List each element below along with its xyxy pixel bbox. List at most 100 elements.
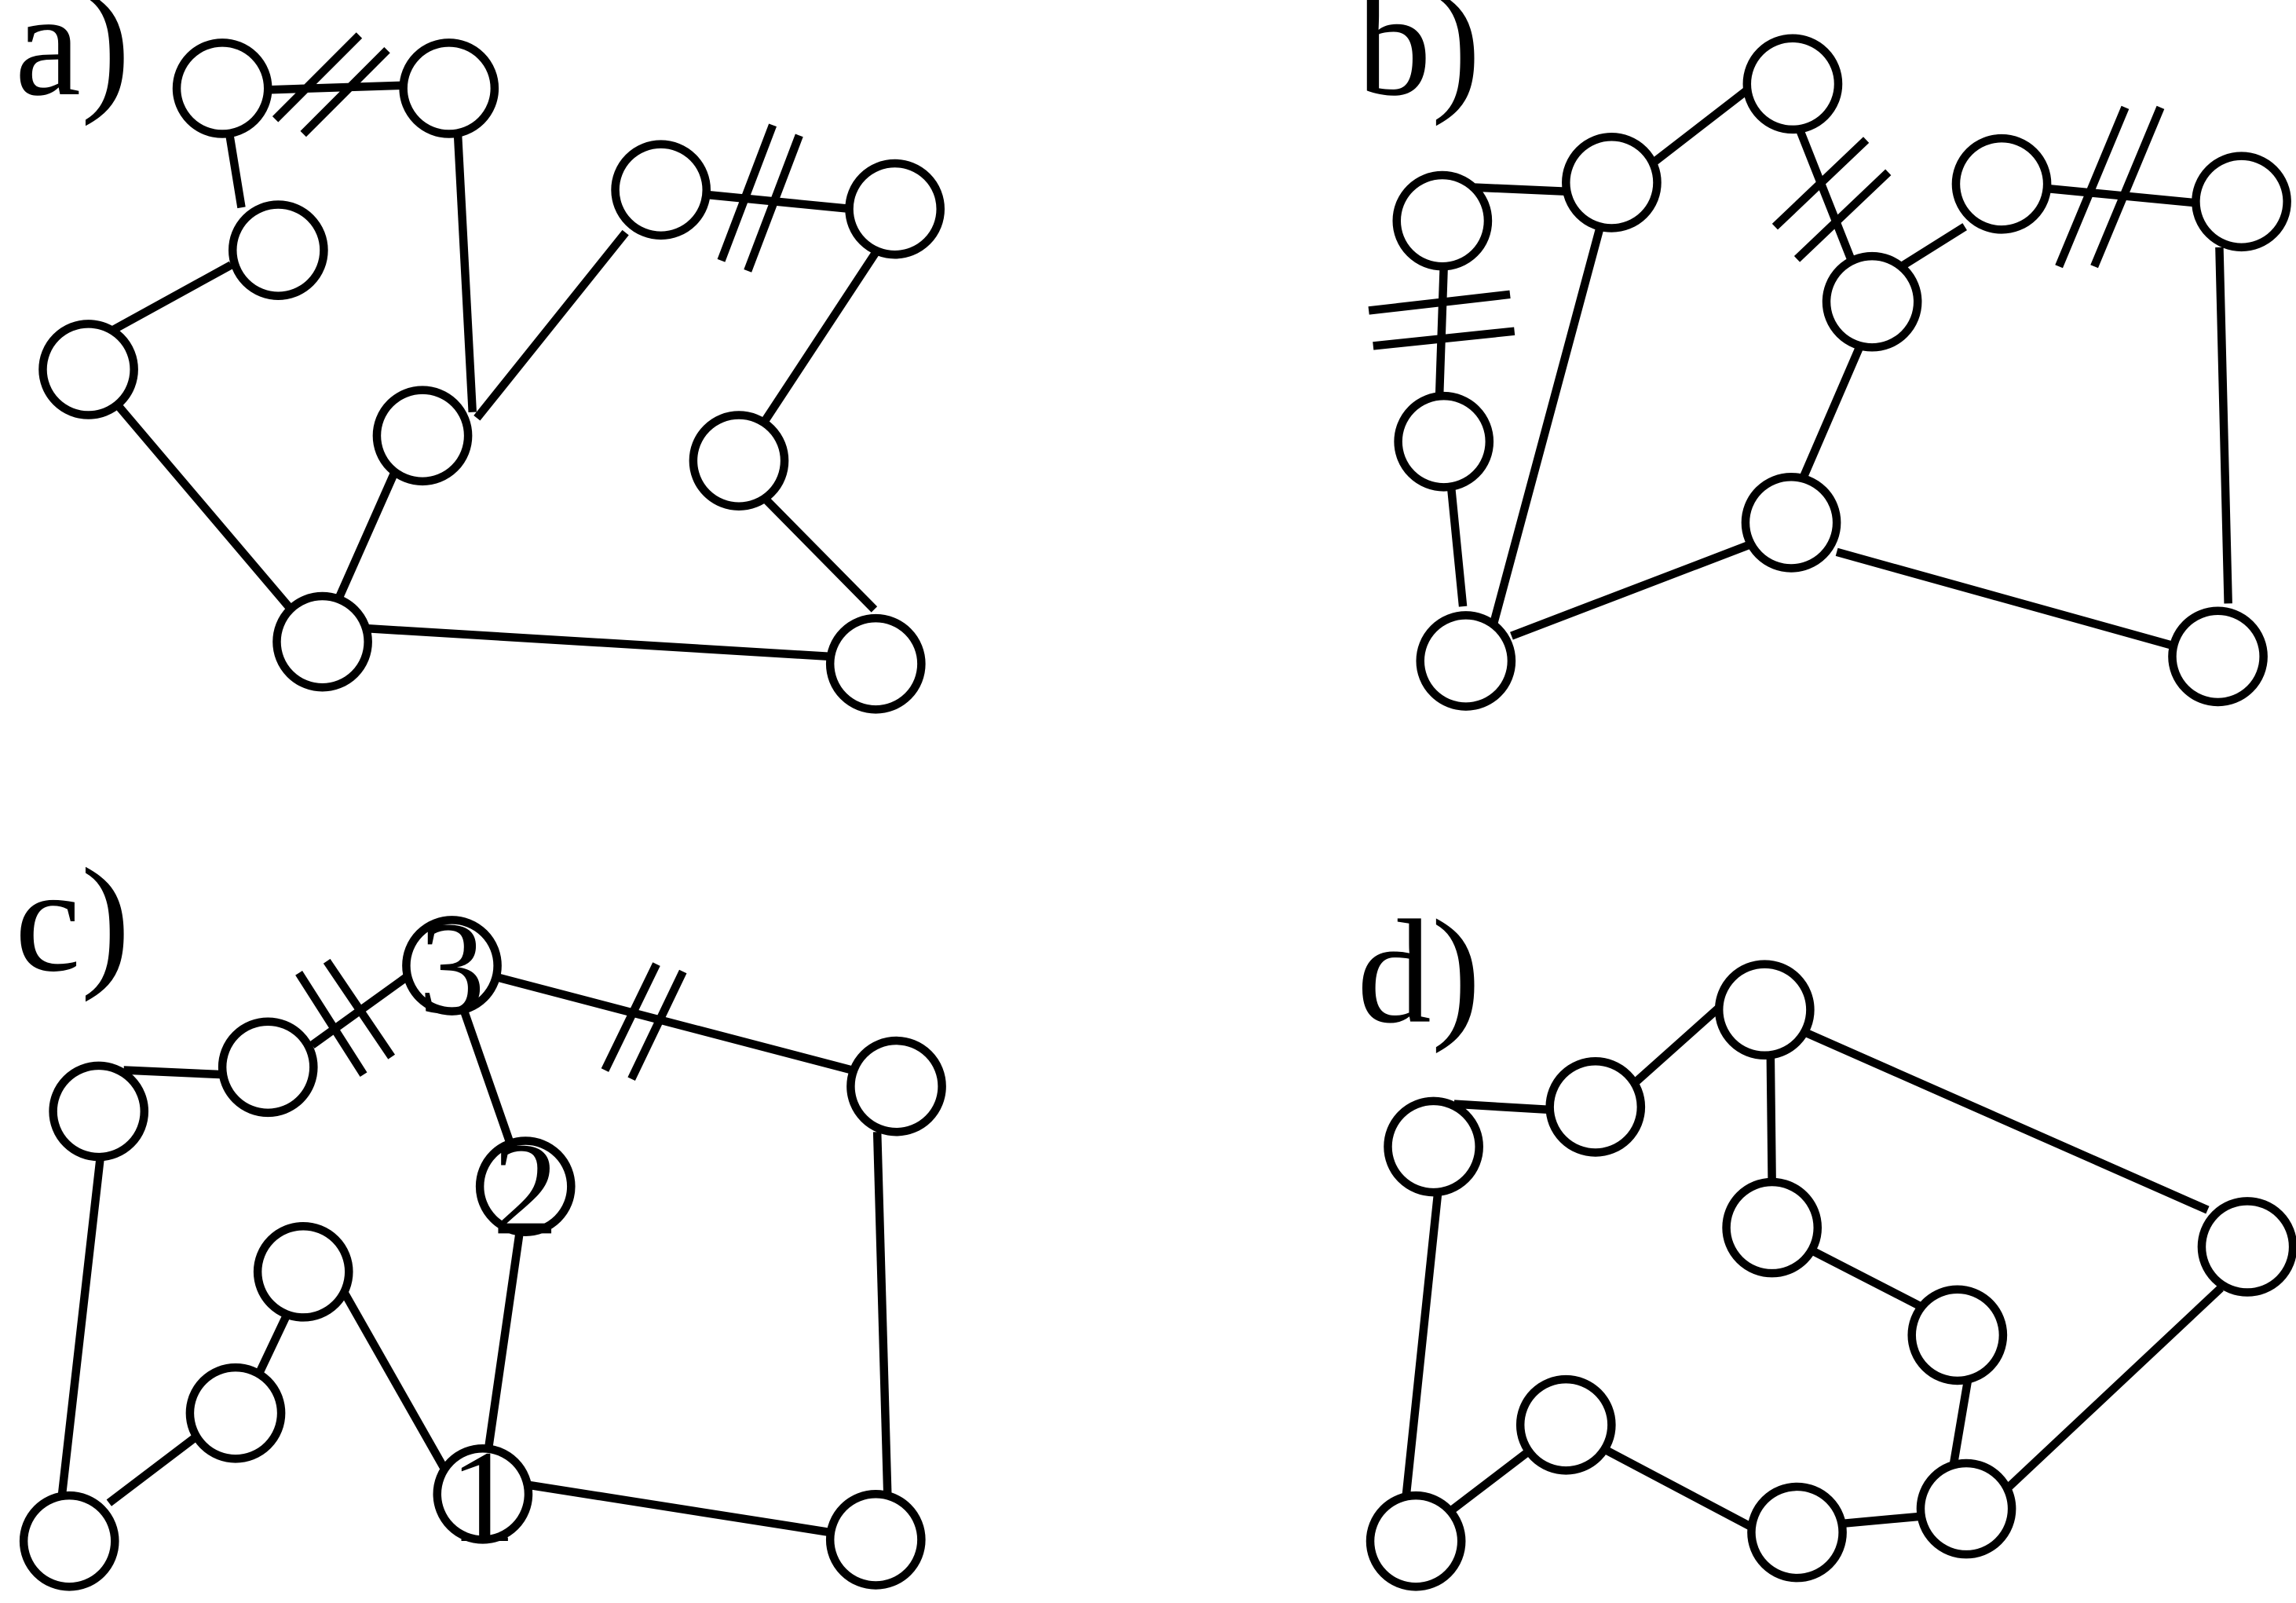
node bbox=[399, 38, 499, 138]
edge bbox=[1805, 1029, 2210, 1214]
edge bbox=[1899, 223, 1967, 270]
edge bbox=[1441, 1446, 1534, 1520]
panel-d-edges bbox=[1401, 999, 2224, 1535]
edge bbox=[872, 1132, 892, 1495]
node bbox=[402, 916, 502, 1016]
edge bbox=[106, 1434, 197, 1506]
node bbox=[218, 1017, 318, 1118]
cut-mark bbox=[272, 32, 363, 123]
edge bbox=[1603, 1446, 1761, 1535]
panel-b-cut-marks bbox=[1368, 105, 2165, 350]
node bbox=[1562, 133, 1662, 232]
node bbox=[372, 386, 473, 486]
edge bbox=[2215, 247, 2232, 604]
panel-d-label: d) bbox=[1357, 889, 1481, 1054]
cut-mark bbox=[717, 123, 777, 262]
panel-a: a) bbox=[15, 0, 945, 714]
node bbox=[1742, 34, 1843, 134]
cut-mark bbox=[1793, 169, 1892, 262]
cut-mark bbox=[300, 47, 390, 137]
node bbox=[19, 1491, 119, 1591]
node-label-3: 3 bbox=[419, 895, 484, 1041]
node-label-1: 1 bbox=[450, 1424, 516, 1570]
node bbox=[825, 613, 926, 714]
edge bbox=[1842, 1512, 1925, 1528]
node bbox=[1394, 391, 1494, 492]
node bbox=[172, 38, 272, 138]
panel-c-label: c) bbox=[15, 837, 130, 1002]
node bbox=[1366, 1491, 1466, 1591]
node bbox=[1822, 251, 1922, 352]
panel-b: b) bbox=[1357, 0, 2291, 711]
node bbox=[1515, 1374, 1616, 1475]
cut-mark bbox=[2090, 105, 2165, 269]
edge bbox=[1811, 1247, 1925, 1311]
node bbox=[229, 200, 328, 300]
node bbox=[1916, 1458, 2016, 1559]
edge bbox=[459, 1008, 514, 1143]
cut-mark bbox=[744, 134, 803, 273]
panel-c-cut-marks bbox=[295, 958, 687, 1081]
panel-d: d) bbox=[1357, 889, 2296, 1591]
panel-a-nodes bbox=[38, 38, 945, 714]
edge bbox=[1949, 1380, 1972, 1469]
node bbox=[845, 159, 945, 259]
edge bbox=[1794, 125, 1855, 262]
panel-a-label: a) bbox=[15, 0, 130, 126]
edge bbox=[1464, 182, 1565, 196]
edge bbox=[1446, 486, 1468, 607]
node bbox=[2192, 152, 2291, 252]
edge bbox=[2003, 1285, 2224, 1493]
edge bbox=[1766, 1053, 1776, 1183]
edge bbox=[1453, 1100, 1553, 1114]
edge bbox=[255, 1316, 290, 1375]
panel-b-edges bbox=[1435, 83, 2232, 650]
node bbox=[49, 1061, 149, 1162]
edge bbox=[473, 229, 629, 421]
cut-mark bbox=[627, 969, 687, 1081]
node bbox=[253, 1221, 353, 1322]
node bbox=[2168, 606, 2268, 707]
node bbox=[825, 1490, 926, 1590]
panel-d-nodes bbox=[1366, 960, 2296, 1591]
panel-c-nodes: 3 2 1 bbox=[19, 895, 946, 1591]
edge bbox=[331, 1272, 448, 1472]
panel-a-cut-marks bbox=[272, 32, 803, 273]
cut-mark bbox=[295, 971, 367, 1077]
node bbox=[185, 1363, 286, 1463]
edge bbox=[1651, 83, 1754, 166]
edge bbox=[268, 81, 404, 94]
panel-c-edges bbox=[57, 969, 892, 1537]
edge bbox=[453, 134, 477, 413]
node bbox=[611, 140, 711, 240]
node bbox=[689, 411, 789, 511]
edge bbox=[1626, 999, 1728, 1091]
node bbox=[272, 591, 372, 692]
node bbox=[2197, 1197, 2296, 1297]
edge bbox=[529, 1480, 831, 1537]
edge bbox=[112, 399, 292, 609]
edge bbox=[1835, 547, 2177, 650]
cut-mark bbox=[1373, 327, 1515, 350]
edge bbox=[367, 624, 831, 661]
edge bbox=[1490, 227, 1604, 624]
panel-b-label: b) bbox=[1357, 0, 1481, 126]
cut-mark bbox=[601, 962, 660, 1072]
node bbox=[1951, 134, 2052, 234]
node bbox=[38, 320, 138, 419]
cut-mark bbox=[1771, 137, 1870, 230]
panel-b-nodes bbox=[1392, 34, 2291, 711]
edge bbox=[1435, 266, 1448, 397]
panel-a-edges bbox=[111, 81, 881, 661]
edge bbox=[1510, 540, 1752, 640]
edge bbox=[123, 1066, 223, 1079]
edge bbox=[333, 470, 399, 604]
edge bbox=[757, 247, 881, 430]
node bbox=[1416, 611, 1516, 711]
node bbox=[1384, 1096, 1483, 1197]
node bbox=[1722, 1177, 1823, 1278]
node bbox=[846, 1036, 946, 1136]
node bbox=[433, 1444, 533, 1544]
panel-c: c) 3 2 bbox=[15, 837, 946, 1591]
